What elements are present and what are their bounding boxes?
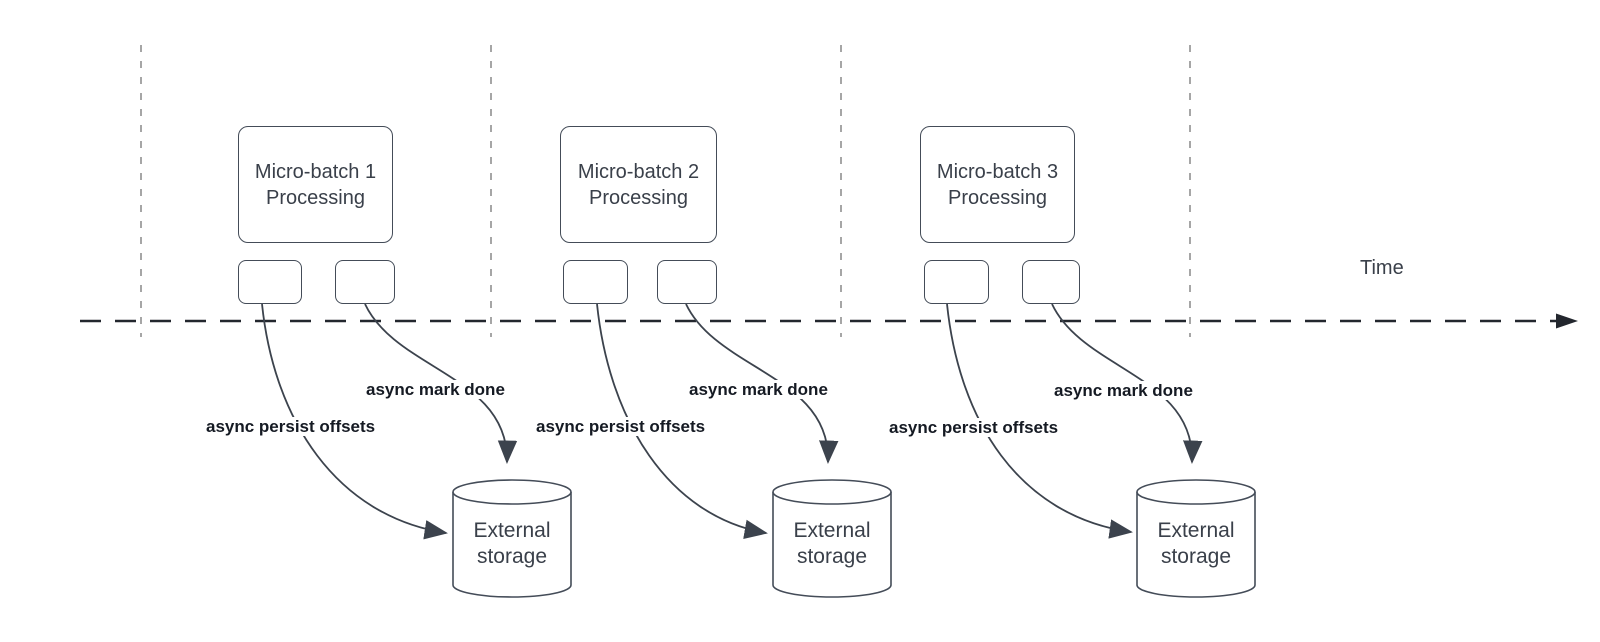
mark-done-label-2: async mark done xyxy=(687,380,830,399)
external-storage-cylinder-2 xyxy=(772,479,892,598)
mark-done-label-1: async mark done xyxy=(364,380,507,399)
persist-offsets-arrow-1 xyxy=(261,303,448,540)
micro-batch-3-task-a-box xyxy=(924,260,989,304)
external-storage-label-2: External storage xyxy=(793,519,871,568)
mark-done-label-3: async mark done xyxy=(1052,381,1195,400)
timeline-arrowhead-icon xyxy=(1556,313,1578,329)
external-storage-cylinder-1 xyxy=(452,479,572,598)
external-storage-cylinder-3 xyxy=(1136,479,1256,598)
external-storage-label-1: External storage xyxy=(473,519,551,568)
micro-batch-1-box: Micro-batch 1 Processing xyxy=(238,126,393,243)
external-storage-label-3: External storage xyxy=(1157,519,1235,568)
micro-batch-2-task-a-box xyxy=(563,260,628,304)
persist-offsets-label-3: async persist offsets xyxy=(887,418,1061,437)
micro-batch-2-task-b-box xyxy=(657,260,717,304)
mark-done-arrow-1 xyxy=(364,303,518,464)
mark-done-arrow-2 xyxy=(685,303,839,464)
micro-batch-1-task-a-box xyxy=(238,260,302,304)
micro-batch-1-task-b-box xyxy=(335,260,395,304)
micro-batch-2-box: Micro-batch 2 Processing xyxy=(560,126,717,243)
time-axis-label: Time xyxy=(1360,257,1404,279)
micro-batch-3-task-b-box xyxy=(1022,260,1080,304)
micro-batch-3-box: Micro-batch 3 Processing xyxy=(920,126,1075,243)
persist-offsets-arrow-2 xyxy=(596,303,768,539)
mark-done-arrow-3 xyxy=(1051,303,1203,464)
persist-offsets-arrow-3 xyxy=(946,303,1133,539)
persist-offsets-label-1: async persist offsets xyxy=(204,417,378,436)
persist-offsets-label-2: async persist offsets xyxy=(534,417,708,436)
